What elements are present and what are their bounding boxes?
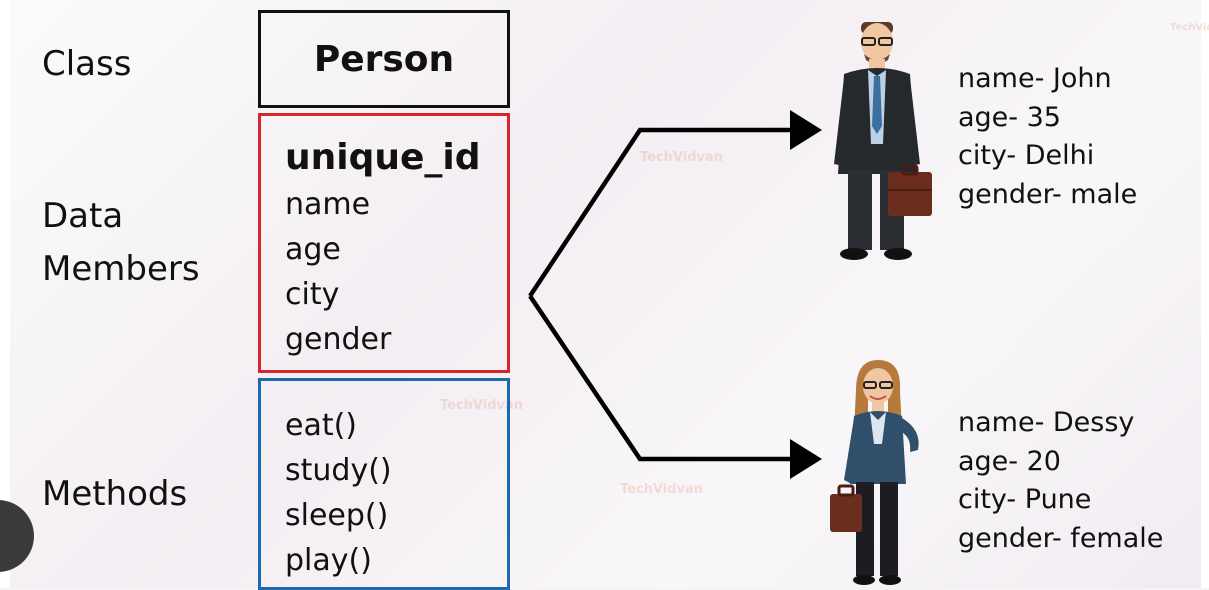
object-attribute: age- 35	[958, 101, 1061, 133]
arrow-to-object-1	[528, 127, 792, 298]
right-margin	[1201, 0, 1209, 588]
row-label-data-line1: Data	[42, 196, 124, 236]
method-item: eat()	[285, 408, 358, 443]
row-label-data-members: Data Members	[42, 190, 200, 295]
methods-box: eat() study() sleep() play()	[258, 378, 510, 590]
row-label-class: Class	[42, 44, 132, 84]
class-box: Person	[258, 10, 510, 108]
arrowhead-1	[790, 110, 822, 150]
object-john-attributes: name- John age- 35 city- Delhi gender- m…	[958, 60, 1137, 214]
watermark: TechVidvan	[620, 482, 704, 497]
arrow-to-object-2	[528, 294, 792, 462]
data-member: unique_id	[285, 137, 481, 178]
left-margin	[0, 0, 10, 588]
methods-list: eat() study() sleep() play()	[285, 403, 392, 583]
watermark: TechVidvan	[440, 398, 524, 413]
row-label-data-line2: Members	[42, 248, 200, 289]
method-item: study()	[285, 453, 392, 488]
data-member: gender	[285, 322, 392, 357]
method-item: sleep()	[285, 498, 389, 533]
class-name: Person	[313, 39, 455, 80]
object-dessy-attributes: name- Dessy age- 20 city- Pune gender- f…	[958, 404, 1163, 558]
arrowhead-2	[790, 439, 822, 479]
data-members-box: unique_id name age city gender	[258, 113, 510, 373]
watermark: TechVidvan	[1170, 22, 1209, 33]
businessman-icon	[834, 22, 932, 260]
data-member: name	[285, 187, 371, 222]
object-attribute: name- Dessy	[958, 407, 1135, 438]
data-members-list: unique_id name age city gender	[285, 134, 481, 362]
data-member: city	[285, 277, 340, 312]
watermark: TechVidvan	[640, 150, 724, 165]
object-attribute: age- 20	[958, 445, 1061, 477]
object-attribute: gender- female	[958, 522, 1164, 554]
object-attribute: gender- male	[958, 178, 1138, 210]
object-attribute: city- Pune	[958, 484, 1092, 515]
businesswoman-icon	[830, 360, 919, 585]
object-attribute: city- Delhi	[958, 140, 1095, 171]
row-label-methods: Methods	[42, 474, 188, 514]
data-member: age	[285, 232, 341, 267]
method-item: play()	[285, 543, 372, 578]
object-attribute: name- John	[958, 63, 1112, 94]
